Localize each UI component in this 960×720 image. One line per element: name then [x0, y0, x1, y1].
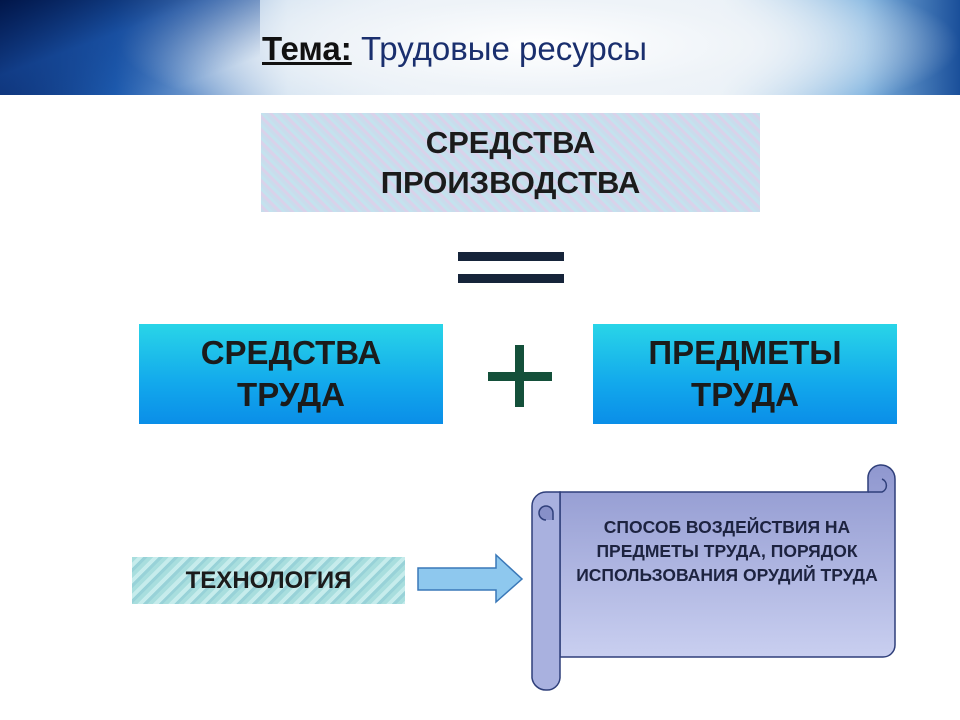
objects-of-labor-text: ПРЕДМЕТЫ ТРУДА [648, 334, 842, 413]
topic-label: Тема: [262, 30, 352, 67]
slide-title: Тема: Трудовые ресурсы [262, 30, 647, 68]
means-of-labor-text: СРЕДСТВА ТРУДА [200, 334, 382, 413]
equals-sign-bottom [458, 274, 564, 283]
means-of-production-text: СРЕДСТВА ПРОИЗВОДСТВА [380, 124, 641, 200]
technology-box: ТЕХНОЛОГИЯ [132, 557, 405, 604]
equals-sign-top [458, 252, 564, 261]
means-of-labor-box: СРЕДСТВА ТРУДА [139, 324, 443, 424]
plus-icon-vertical [515, 345, 524, 407]
objects-of-labor-box: ПРЕДМЕТЫ ТРУДА [593, 324, 897, 424]
technology-definition: СПОСОБ ВОЗДЕЙСТВИЯ НА ПРЕДМЕТЫ ТРУДА, ПО… [576, 517, 878, 585]
means-of-production-box: СРЕДСТВА ПРОИЗВОДСТВА [261, 113, 760, 212]
header-banner [0, 0, 960, 95]
right-arrow-icon [417, 553, 524, 604]
topic-title: Трудовые ресурсы [360, 30, 647, 67]
technology-text: ТЕХНОЛОГИЯ [185, 566, 352, 594]
scroll-shape [531, 464, 896, 691]
